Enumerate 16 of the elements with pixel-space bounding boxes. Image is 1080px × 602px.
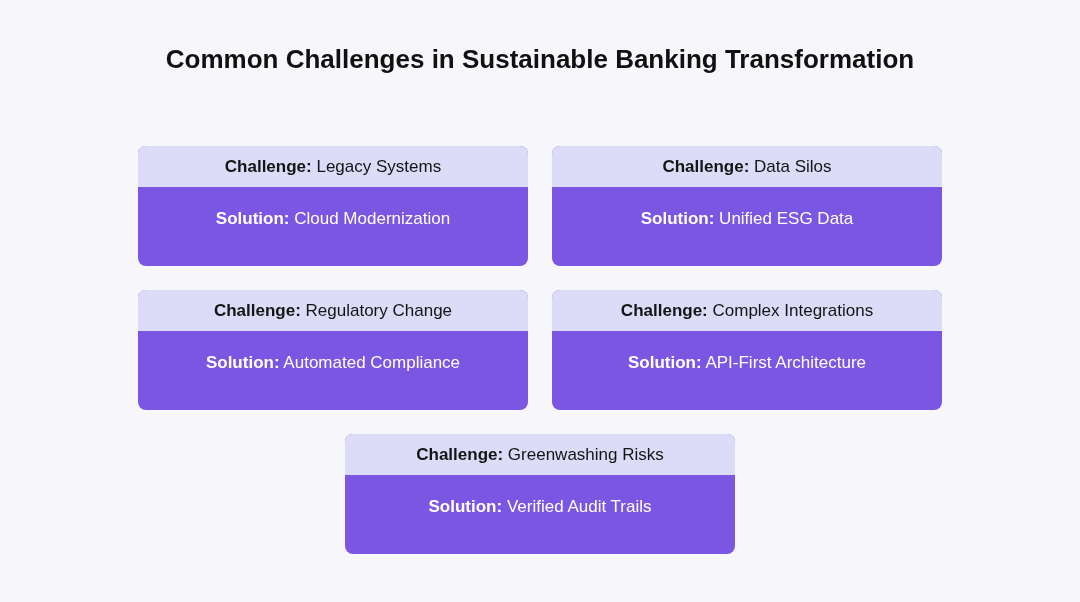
solution-text: Solution: Unified ESG Data xyxy=(640,208,854,229)
solution-text: Solution: API-First Architecture xyxy=(627,352,866,373)
solution-text: Solution: Verified Audit Trails xyxy=(428,496,652,517)
challenge-card xyxy=(552,290,942,410)
challenge-text: Challenge: Legacy Systems xyxy=(224,156,442,177)
challenge-text: Challenge: Greenwashing Risks xyxy=(416,444,664,465)
challenge-text: Challenge: Regulatory Change xyxy=(213,300,453,321)
diagram-title: Common Challenges in Sustainable Banking Transformation xyxy=(164,44,916,75)
challenge-text: Challenge: Data Silos xyxy=(662,156,832,177)
challenge-card xyxy=(552,146,942,266)
challenge-card xyxy=(138,146,528,266)
solution-text: Solution: Automated Compliance xyxy=(205,352,461,373)
challenge-text: Challenge: Complex Integrations xyxy=(620,300,874,321)
challenge-card xyxy=(345,434,735,554)
solution-text: Solution: Cloud Modernization xyxy=(215,208,451,229)
challenge-card xyxy=(138,290,528,410)
